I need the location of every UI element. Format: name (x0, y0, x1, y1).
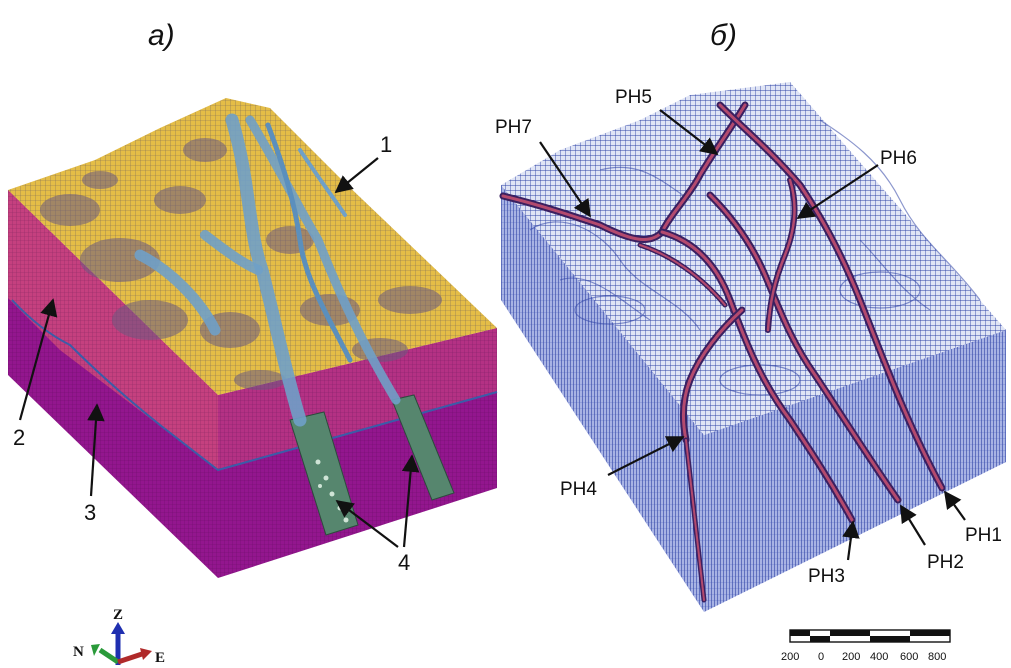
panel-b: б) (495, 19, 1006, 612)
orientation-triad: Z N E (73, 607, 165, 666)
arrow-ph2 (900, 504, 926, 546)
compass-n: N (73, 644, 84, 660)
arrow-ph7 (539, 141, 591, 218)
block-a-upper-layer-front (218, 328, 497, 470)
callout-2-arrow (18, 298, 58, 421)
e-axis-arrow (117, 651, 143, 665)
panel-a: а) (8, 19, 498, 578)
scale-seg-1 (790, 630, 810, 636)
arrow-ph3 (842, 520, 860, 561)
label-ph2: PH2 (927, 552, 964, 573)
scale-bar: 200 0 200 400 600 800 (781, 629, 951, 663)
callout-1: 1 (380, 132, 392, 157)
block-a-upper-layer-left (8, 190, 218, 470)
scale-seg-5 (910, 630, 950, 636)
callout-2: 2 (13, 425, 25, 450)
compass-z: Z (113, 607, 123, 623)
label-ph1: PH1 (965, 525, 1002, 546)
scale-tick-2: 200 (842, 651, 860, 663)
arrow-ph1 (943, 490, 966, 521)
callout-3-arrow (87, 403, 105, 497)
label-ph5: PH5 (615, 87, 652, 108)
label-ph6: PH6 (880, 148, 917, 169)
scale-tick-4: 600 (900, 651, 918, 663)
terrain-texture (40, 138, 442, 390)
n-axis-head (91, 644, 100, 656)
scale-seg-2 (810, 636, 830, 642)
callout-4: 4 (398, 550, 410, 575)
z-axis-head (111, 622, 125, 634)
scale-tick-0: 200 (781, 651, 799, 663)
panel-b-label: б) (710, 19, 737, 52)
arrow-ph4 (607, 436, 685, 476)
rivers-a (134, 113, 401, 427)
callout-4-arrow-left (335, 499, 399, 548)
block-b-front-face (704, 330, 1006, 612)
scale-tick-1: 0 (818, 651, 824, 663)
label-ph4: PH4 (560, 479, 597, 500)
arrow-ph5 (659, 109, 719, 156)
label-ph7: PH7 (495, 117, 532, 138)
scale-tick-3: 400 (870, 651, 888, 663)
channel-dots (315, 459, 349, 523)
scale-seg-3 (830, 630, 870, 636)
e-axis-head (140, 648, 152, 660)
layer-interface-line (11, 299, 498, 472)
n-axis-arrow (98, 647, 120, 665)
callout-3: 3 (84, 500, 96, 525)
compass-e: E (155, 650, 165, 666)
callout-1-arrow (334, 157, 379, 194)
block-b-left-face (501, 185, 704, 612)
label-ph3: PH3 (808, 566, 845, 587)
scale-tick-5: 800 (928, 651, 946, 663)
rivers-b (499, 101, 946, 603)
arrow-ph6 (796, 164, 879, 219)
scale-seg-4 (870, 636, 910, 642)
mesh-contours (529, 119, 981, 396)
callout-4-arrow-right (401, 454, 420, 548)
panel-a-label: а) (148, 19, 175, 52)
